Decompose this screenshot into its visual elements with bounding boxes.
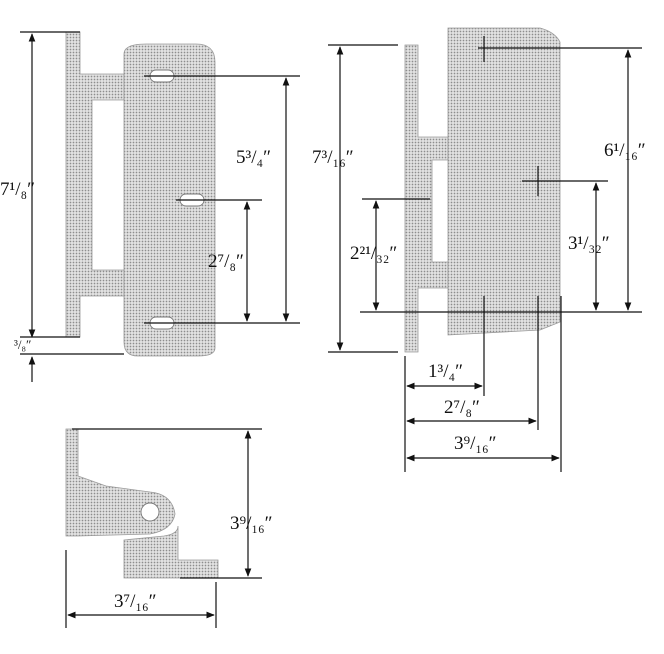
side-view-foot <box>123 525 219 579</box>
side-height-label: 3⁹/₁₆″ <box>230 513 273 534</box>
pivot-hole <box>140 502 160 522</box>
width-b-label: 2⁷/₈″ <box>444 397 480 418</box>
side-view-body <box>65 428 176 537</box>
slot-spacing-long-label: 5³/₄″ <box>236 147 272 168</box>
width-c-label: 3⁹/₁₆″ <box>454 433 497 454</box>
hinge-front-view <box>20 31 300 382</box>
leaf-plate <box>447 27 561 336</box>
hinge-height-label: 7¹/₈″ <box>0 179 36 200</box>
width-a-label: 1³/₄″ <box>428 361 464 382</box>
side-width-label: 3⁷/₁₆″ <box>114 591 157 612</box>
mark-offset-label: 3¹/₃₂″ <box>568 233 610 254</box>
slot-spacing-short-label: 2⁷/₈″ <box>208 251 244 272</box>
leaf-front-view <box>328 27 642 472</box>
bottom-offset-label: ³/₈″ <box>14 337 32 352</box>
hinge-side-view <box>65 428 262 628</box>
hinge-leaf-plate <box>123 43 216 357</box>
leaf-height-label: 7³/₁₆″ <box>312 147 354 168</box>
leaf-inner-height-label: 6¹/₁₆″ <box>604 140 646 161</box>
tab-offset-label: 2²¹/₃₂″ <box>350 243 398 264</box>
hinge-knuckle-strip <box>65 31 125 338</box>
